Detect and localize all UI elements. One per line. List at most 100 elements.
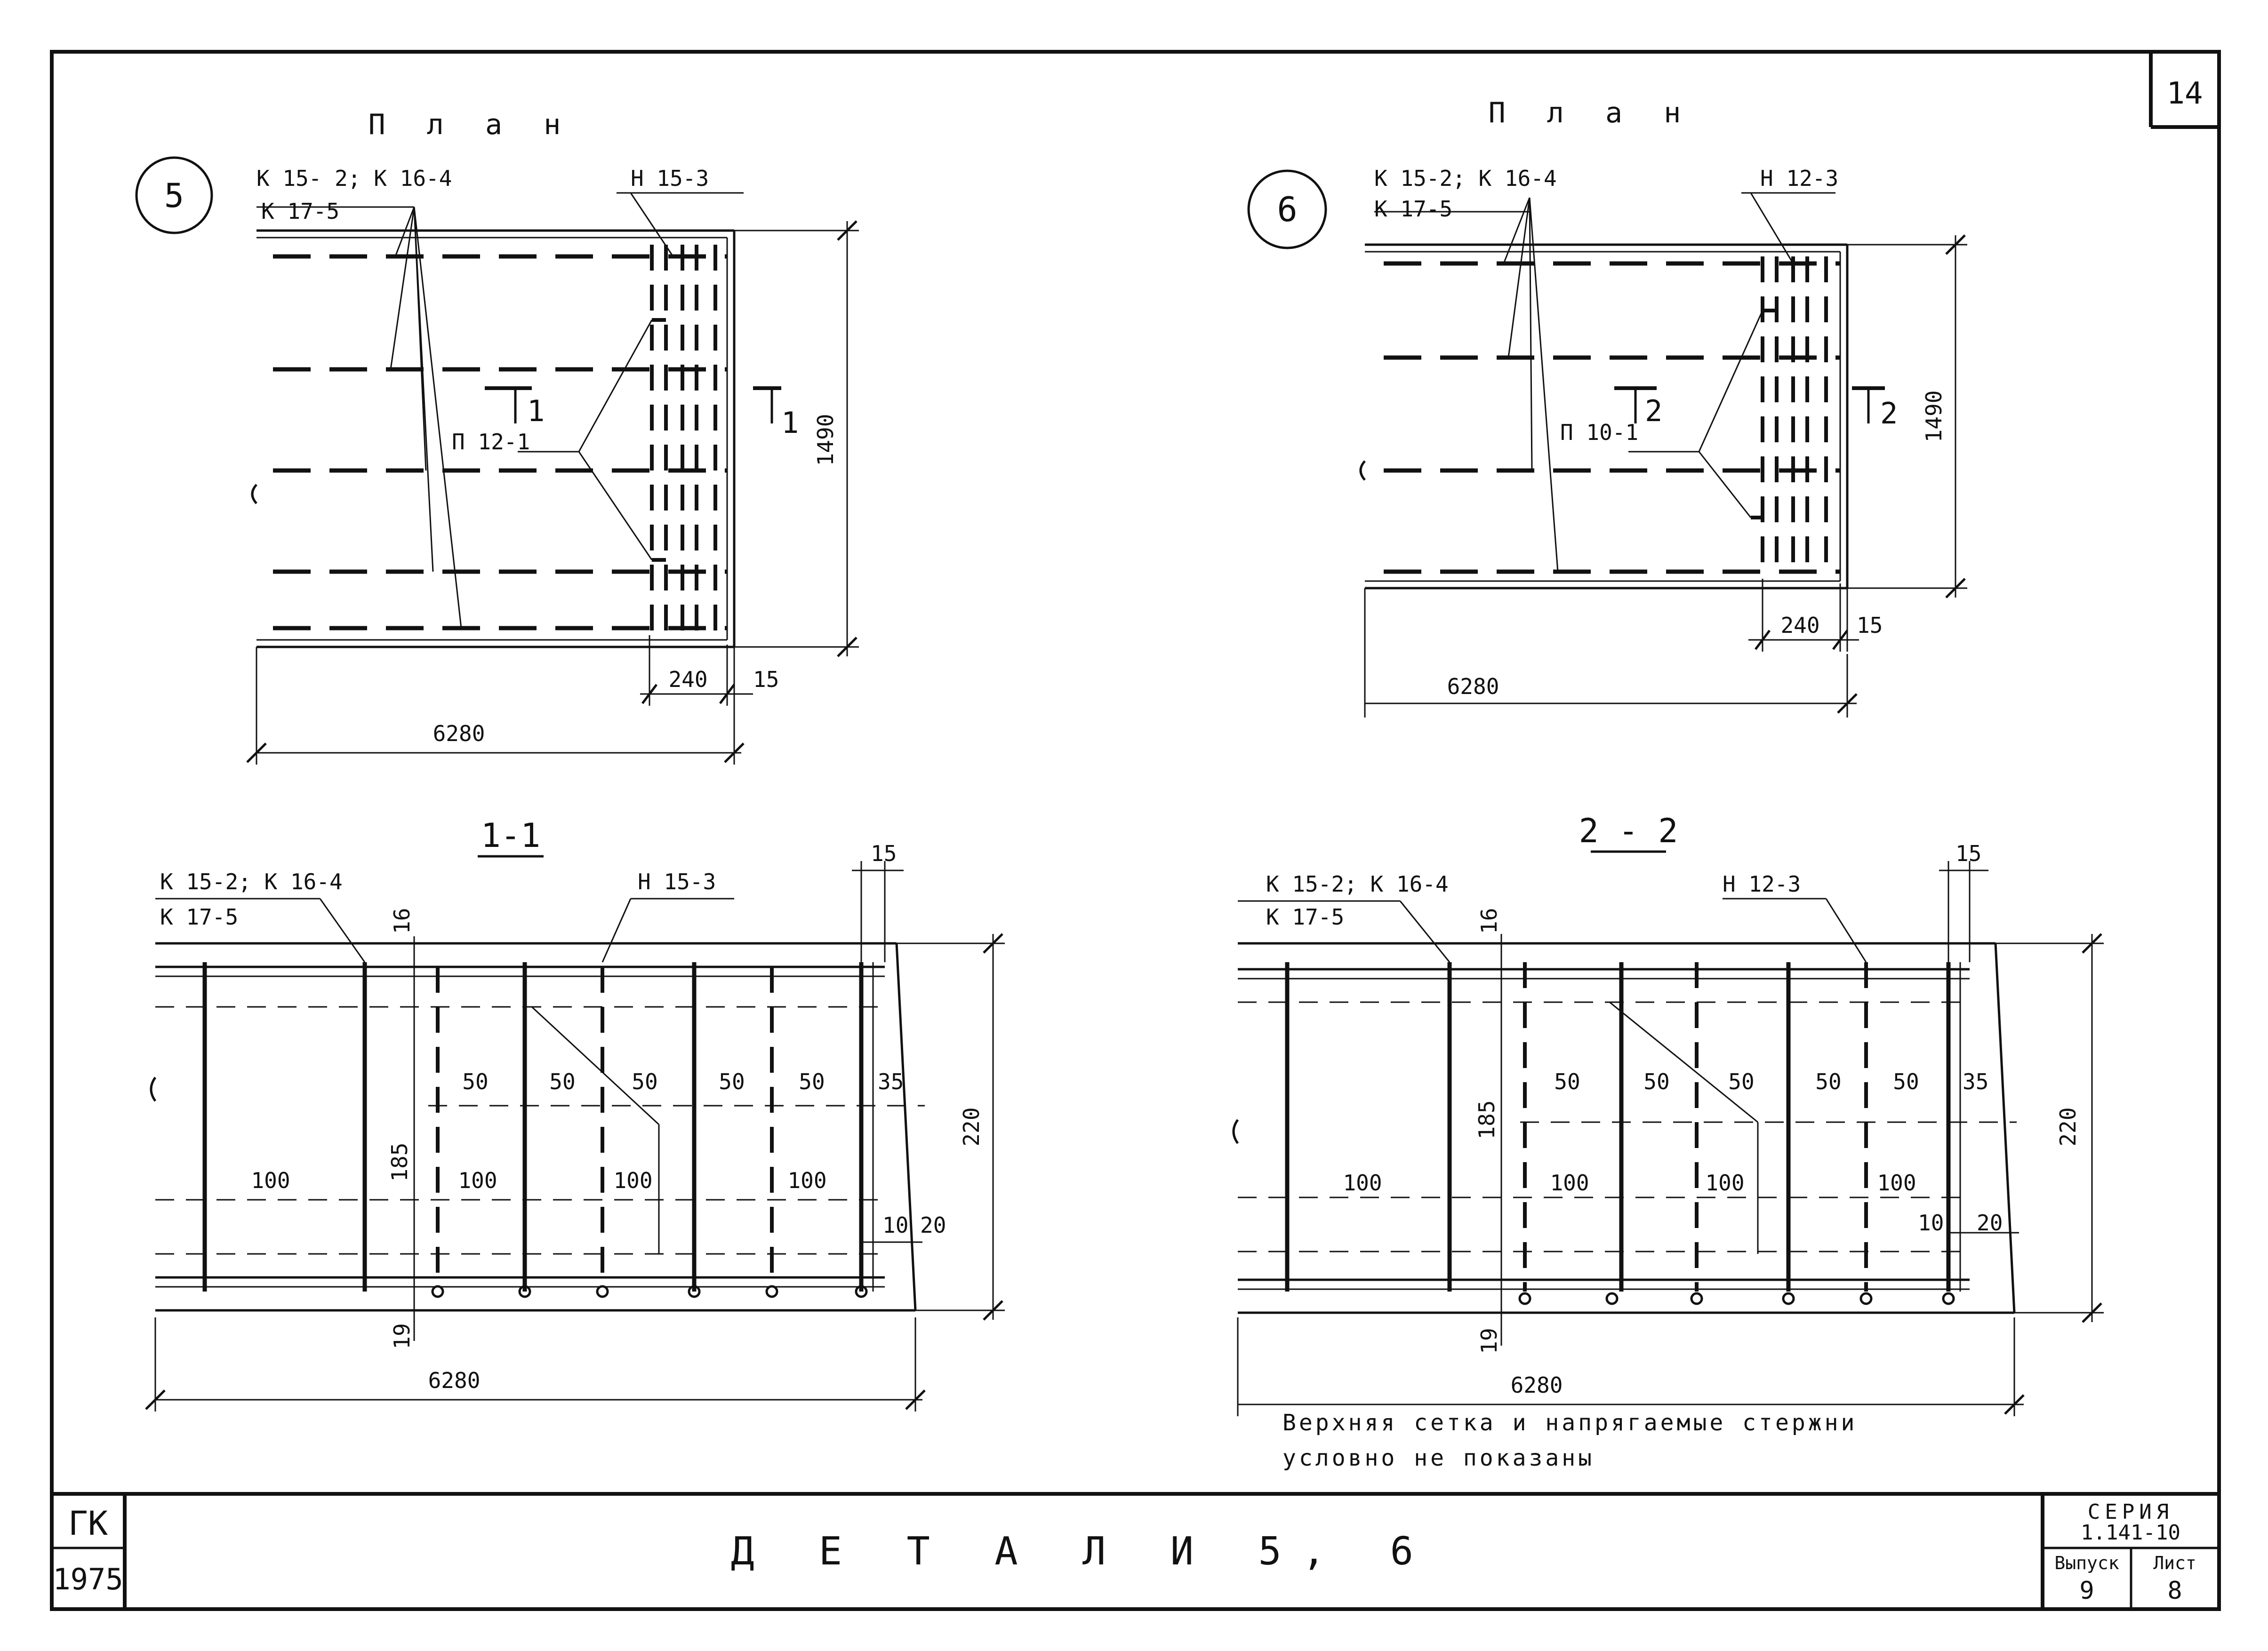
right-plan-dim-width: 1490 [1921, 391, 1947, 443]
section-2-concrete-outline [1232, 942, 2016, 1314]
section-2-title: 2 - 2 [1579, 812, 1678, 850]
section-2-dim-220: 220 [2055, 1107, 2081, 1146]
section-2-frame-bars [1285, 962, 1961, 1292]
section-1-dim-10: 10 [882, 1212, 908, 1238]
section-2-label-n: Н 12-3 [1723, 871, 1801, 897]
left-plan: П л а н 5 [135, 108, 859, 765]
list-value: 8 [2167, 1577, 2182, 1605]
left-plan-section-label-b: 1 [781, 406, 799, 440]
left-detail-circle [135, 156, 213, 234]
right-plan-label-k1: К 15-2; К 16-4 [1374, 166, 1557, 191]
left-plan-longitudinal-bars [273, 254, 727, 630]
right-plan-leaders [1374, 192, 1835, 572]
right-plan-label-n: Н 12-3 [1760, 166, 1838, 191]
right-plan-label-k2: К 17-5 [1374, 196, 1452, 222]
section-2-dim-50-d: 50 [1815, 1069, 1841, 1094]
section-1-dim-50-d: 50 [719, 1069, 745, 1094]
title-block-year: 1975 [53, 1562, 123, 1596]
left-plan-section-mark [485, 386, 781, 423]
left-plan-label-k2: К 17-5 [261, 199, 339, 224]
section-1-title: 1-1 [481, 816, 540, 855]
section-1-label-k2: К 17-5 [160, 904, 238, 930]
series-value: 1.141-10 [2081, 1521, 2180, 1545]
section-2-dim-50-b: 50 [1643, 1069, 1669, 1094]
section-1-dim-16: 16 [389, 908, 415, 934]
note-line-2: условно не показаны [1282, 1445, 1595, 1471]
section-2-dim-185: 185 [1474, 1100, 1499, 1139]
sheet-number: 14 [2166, 76, 2203, 111]
section-1-dim-50-b: 50 [549, 1069, 575, 1094]
section-2-dim-length: 6280 [1511, 1372, 1563, 1398]
left-plan-leaders [256, 192, 744, 629]
right-detail-number: 6 [1277, 190, 1297, 229]
section-1-label-k1: К 15-2; К 16-4 [160, 869, 343, 894]
right-plan-dimensions [1364, 234, 1967, 718]
issue-label: Выпуск [2054, 1553, 2119, 1573]
left-plan-label-n: Н 15-3 [631, 166, 709, 191]
right-plan-dim-15: 15 [1857, 613, 1883, 638]
right-detail-circle [1247, 169, 1327, 249]
section-2-dim-50-a: 50 [1554, 1069, 1580, 1094]
section-1-dim-20: 20 [920, 1212, 946, 1238]
section-1-dim-185: 185 [387, 1142, 412, 1181]
section-2-dashed-bars [1518, 962, 1955, 1305]
section-2-dim-16: 16 [1476, 908, 1502, 934]
list-label: Лист [2153, 1553, 2196, 1573]
left-plan-dim-length: 6280 [433, 721, 485, 746]
section-2-dimensions [1237, 861, 2104, 1416]
section-2-dim-100-a: 100 [1343, 1170, 1382, 1196]
section-2-label-k1: К 15-2; К 16-4 [1266, 871, 1449, 897]
section-1-concrete-outline [150, 942, 917, 1312]
section-1-frame-bars [202, 962, 874, 1292]
section-2-dim-10: 10 [1918, 1210, 1944, 1236]
section-1-1: 1-1 [145, 816, 1005, 1412]
sheet-frame [50, 50, 2221, 1611]
title-block-org: ГК [68, 1504, 108, 1543]
left-plan-dim-240: 240 [668, 667, 707, 692]
section-1-dim-100-d: 100 [787, 1168, 826, 1193]
section-1-dim-220: 220 [959, 1107, 984, 1146]
left-plan-title: П л а н [369, 108, 573, 141]
section-1-dimensions [145, 861, 1005, 1412]
right-plan-end-bars [1751, 256, 1828, 576]
right-plan-section-mark [1614, 386, 1885, 423]
section-2-dim-100-b: 100 [1550, 1170, 1589, 1196]
left-plan-dimensions [246, 220, 859, 765]
section-1-label-n: Н 15-3 [638, 869, 716, 894]
left-plan-section-label-a: 1 [527, 394, 545, 428]
left-plan-label-p: П 12-1 [452, 429, 530, 455]
section-2-dim-50-c: 50 [1728, 1069, 1754, 1094]
right-plan-slab-outline [1359, 243, 1849, 590]
right-plan-section-label-a: 2 [1645, 394, 1662, 428]
left-plan-dim-15: 15 [753, 667, 779, 692]
section-1-dim-50-c: 50 [632, 1069, 657, 1094]
section-1-dim-19: 19 [389, 1323, 415, 1349]
section-1-dim-100-b: 100 [458, 1168, 497, 1193]
section-1-dim-100-a: 100 [251, 1168, 290, 1193]
sheet-title: Д Е Т А Л И 5, 6 [731, 1529, 1434, 1574]
left-detail-number: 5 [164, 176, 184, 215]
right-plan-title: П л а н [1489, 96, 1693, 129]
section-1-dim-100-c: 100 [613, 1168, 652, 1193]
right-plan-section-label-b: 2 [1880, 396, 1898, 431]
note-line-1: Верхняя сетка и напрягаемые стержни [1282, 1410, 1857, 1436]
right-plan: П л а н 6 [1247, 96, 1967, 718]
section-2-2: 2 - 2 [1232, 812, 2104, 1416]
section-2-dim-50-e: 50 [1893, 1069, 1919, 1094]
section-2-dim-19: 19 [1476, 1328, 1502, 1354]
right-plan-dim-length: 6280 [1447, 674, 1499, 699]
section-2-dim-100-d: 100 [1877, 1170, 1916, 1196]
right-plan-dim-240: 240 [1780, 613, 1819, 638]
left-plan-end-bars [650, 245, 717, 635]
section-2-leaders [1238, 898, 1867, 963]
section-1-dim-15: 15 [871, 841, 897, 866]
section-2-label-k2: К 17-5 [1266, 904, 1344, 930]
series-label: СЕРИЯ [2088, 1500, 2173, 1524]
left-plan-dim-width: 1490 [813, 414, 838, 466]
section-2-dim-15: 15 [1955, 841, 1981, 866]
right-plan-label-p: П 10-1 [1560, 420, 1638, 445]
right-plan-longitudinal-bars [1384, 261, 1840, 574]
section-2-guide-lines [1238, 1001, 2017, 1254]
section-2-dim-20: 20 [1977, 1210, 2003, 1236]
